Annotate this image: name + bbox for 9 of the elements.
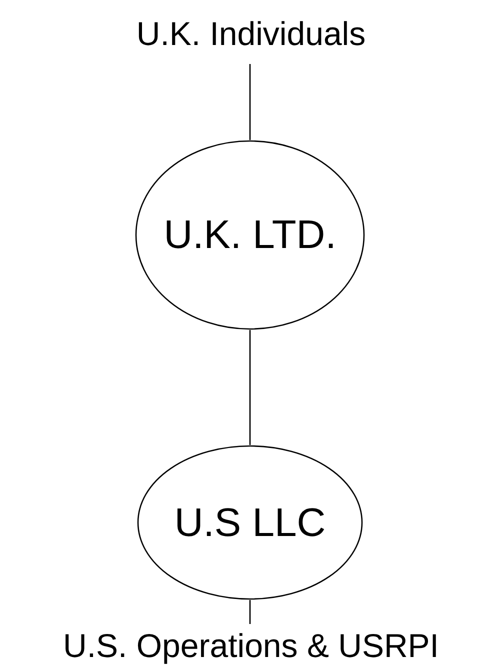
connector-line	[249, 600, 251, 624]
connector-line	[249, 330, 251, 445]
entity-ellipse	[135, 140, 365, 330]
entity-name: U.S. Operations & USRPI	[63, 626, 439, 666]
entity-name: U.K. LTD.	[164, 212, 336, 259]
connector-line	[249, 64, 251, 140]
entity-name: U.S LLC	[174, 500, 326, 546]
entity-ellipse	[137, 445, 363, 600]
entity-name: U.K. Individuals	[136, 14, 366, 54]
